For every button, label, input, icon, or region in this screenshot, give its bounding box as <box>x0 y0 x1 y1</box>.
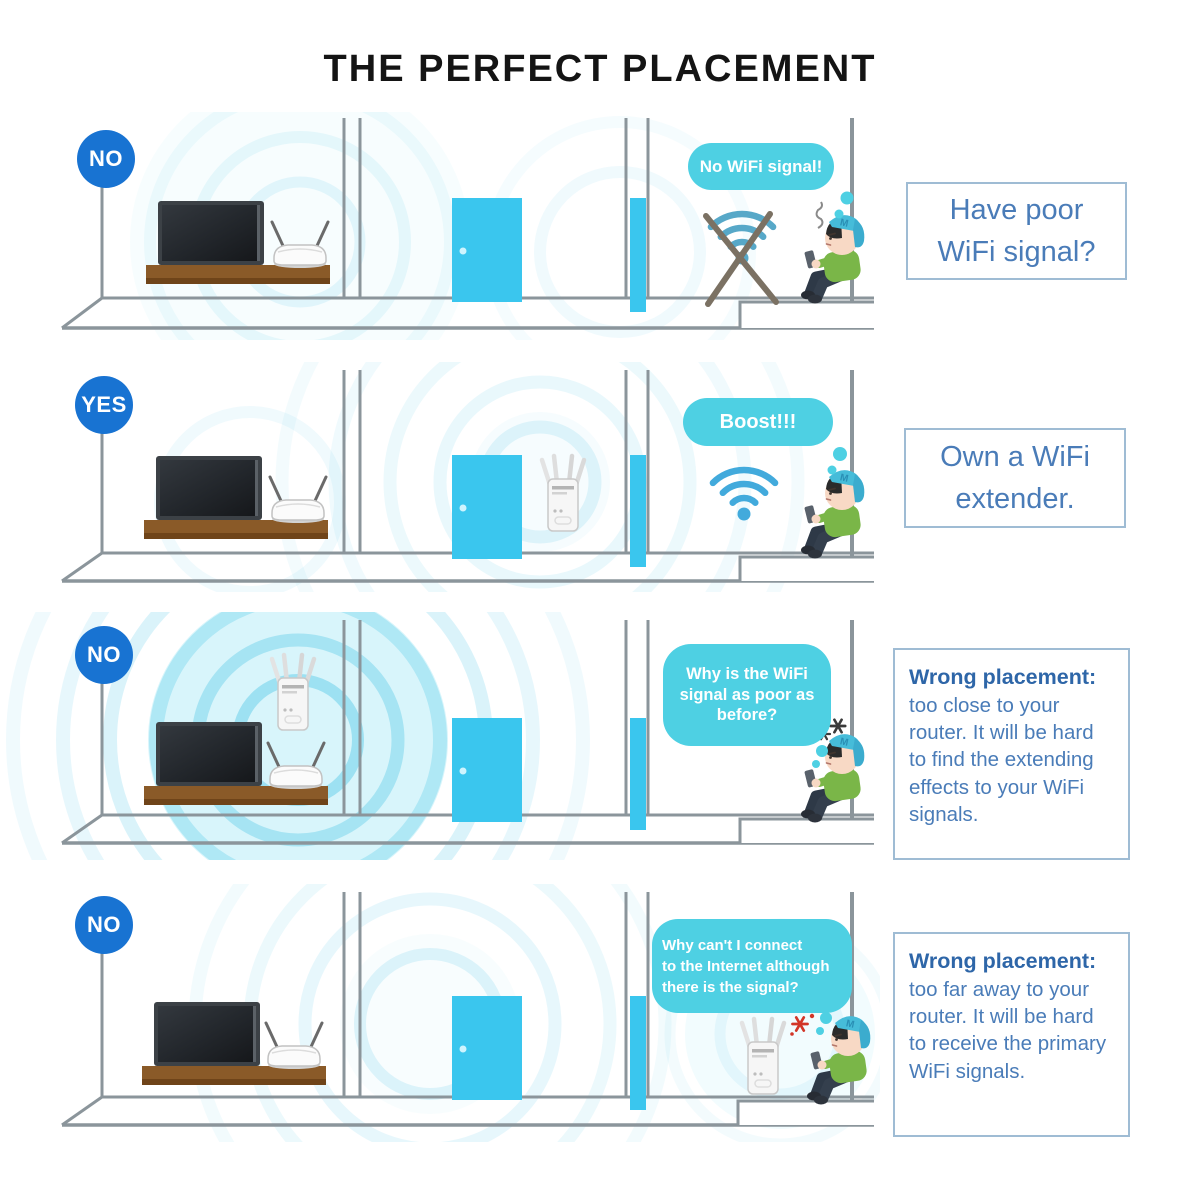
step <box>738 300 874 328</box>
door <box>452 996 522 1100</box>
door <box>452 718 522 822</box>
hallway-door-edge <box>630 455 646 567</box>
info-box-title: Wrong placement: <box>909 665 1097 689</box>
info-box: Wrong placement: too far away to your ro… <box>893 932 1130 1137</box>
router <box>264 1021 324 1071</box>
tv <box>156 722 262 786</box>
room-scene-1 <box>61 112 874 340</box>
thought-dots <box>834 191 854 219</box>
speech-bubble: No WiFi signal! <box>688 143 834 190</box>
step <box>736 1099 874 1125</box>
no-wifi-icon <box>703 214 779 307</box>
tv <box>154 1002 260 1066</box>
speech-bubble: Boost!!! <box>683 398 833 446</box>
tv <box>158 201 264 265</box>
boy-character <box>801 734 864 822</box>
verdict-badge: NO <box>75 896 133 954</box>
thought-dots <box>827 447 847 475</box>
speech-bubble: Why is the WiFi signal as poor as before… <box>663 644 831 746</box>
verdict-badge: NO <box>77 130 135 188</box>
hallway-door-edge <box>630 718 646 830</box>
info-box-text: Own a WiFi extender. <box>940 440 1090 515</box>
hallway-door-edge <box>630 198 646 312</box>
info-box: Have poor WiFi signal? <box>906 182 1127 280</box>
error-burst-icon <box>790 1013 815 1036</box>
speech-bubble: Why can't I connect to the Internet alth… <box>652 919 852 1013</box>
info-box: Own a WiFi extender. <box>904 428 1126 528</box>
annoyance-squiggle <box>815 201 824 229</box>
hallway-door-edge <box>630 996 646 1110</box>
info-box-text: Have poor WiFi signal? <box>937 193 1096 268</box>
info-box-title: Wrong placement: <box>909 949 1097 973</box>
tv <box>156 456 262 520</box>
step <box>738 555 874 581</box>
scenario-row-too-close: NO Why is the WiFi signal as poor as bef… <box>0 612 1200 860</box>
info-box-body: too close to your router. It will be har… <box>909 693 1094 826</box>
room-scene-3 <box>6 612 874 860</box>
scenario-row-too-far: NO Why can't I connect to the Internet a… <box>0 884 1200 1142</box>
thought-dots <box>812 745 828 768</box>
thought-dots <box>816 1012 832 1035</box>
door <box>452 198 522 302</box>
scenario-row-no-extender: NO No WiFi signal! Have poor WiFi signal… <box>0 112 1200 340</box>
page-title: THE PERFECT PLACEMENT <box>323 48 877 90</box>
info-box-body: too far away to your router. It will be … <box>909 977 1107 1083</box>
room-scene-2 <box>61 362 874 592</box>
step <box>738 817 874 843</box>
info-box: Wrong placement: too close to your route… <box>893 648 1130 860</box>
verdict-badge: NO <box>75 626 133 684</box>
boy-character <box>801 470 864 558</box>
verdict-badge: YES <box>75 376 133 434</box>
boy-character <box>801 215 864 303</box>
door <box>452 455 522 559</box>
scenario-row-good-placement: YES Boost!!! Own a WiFi extender. <box>0 362 1200 592</box>
